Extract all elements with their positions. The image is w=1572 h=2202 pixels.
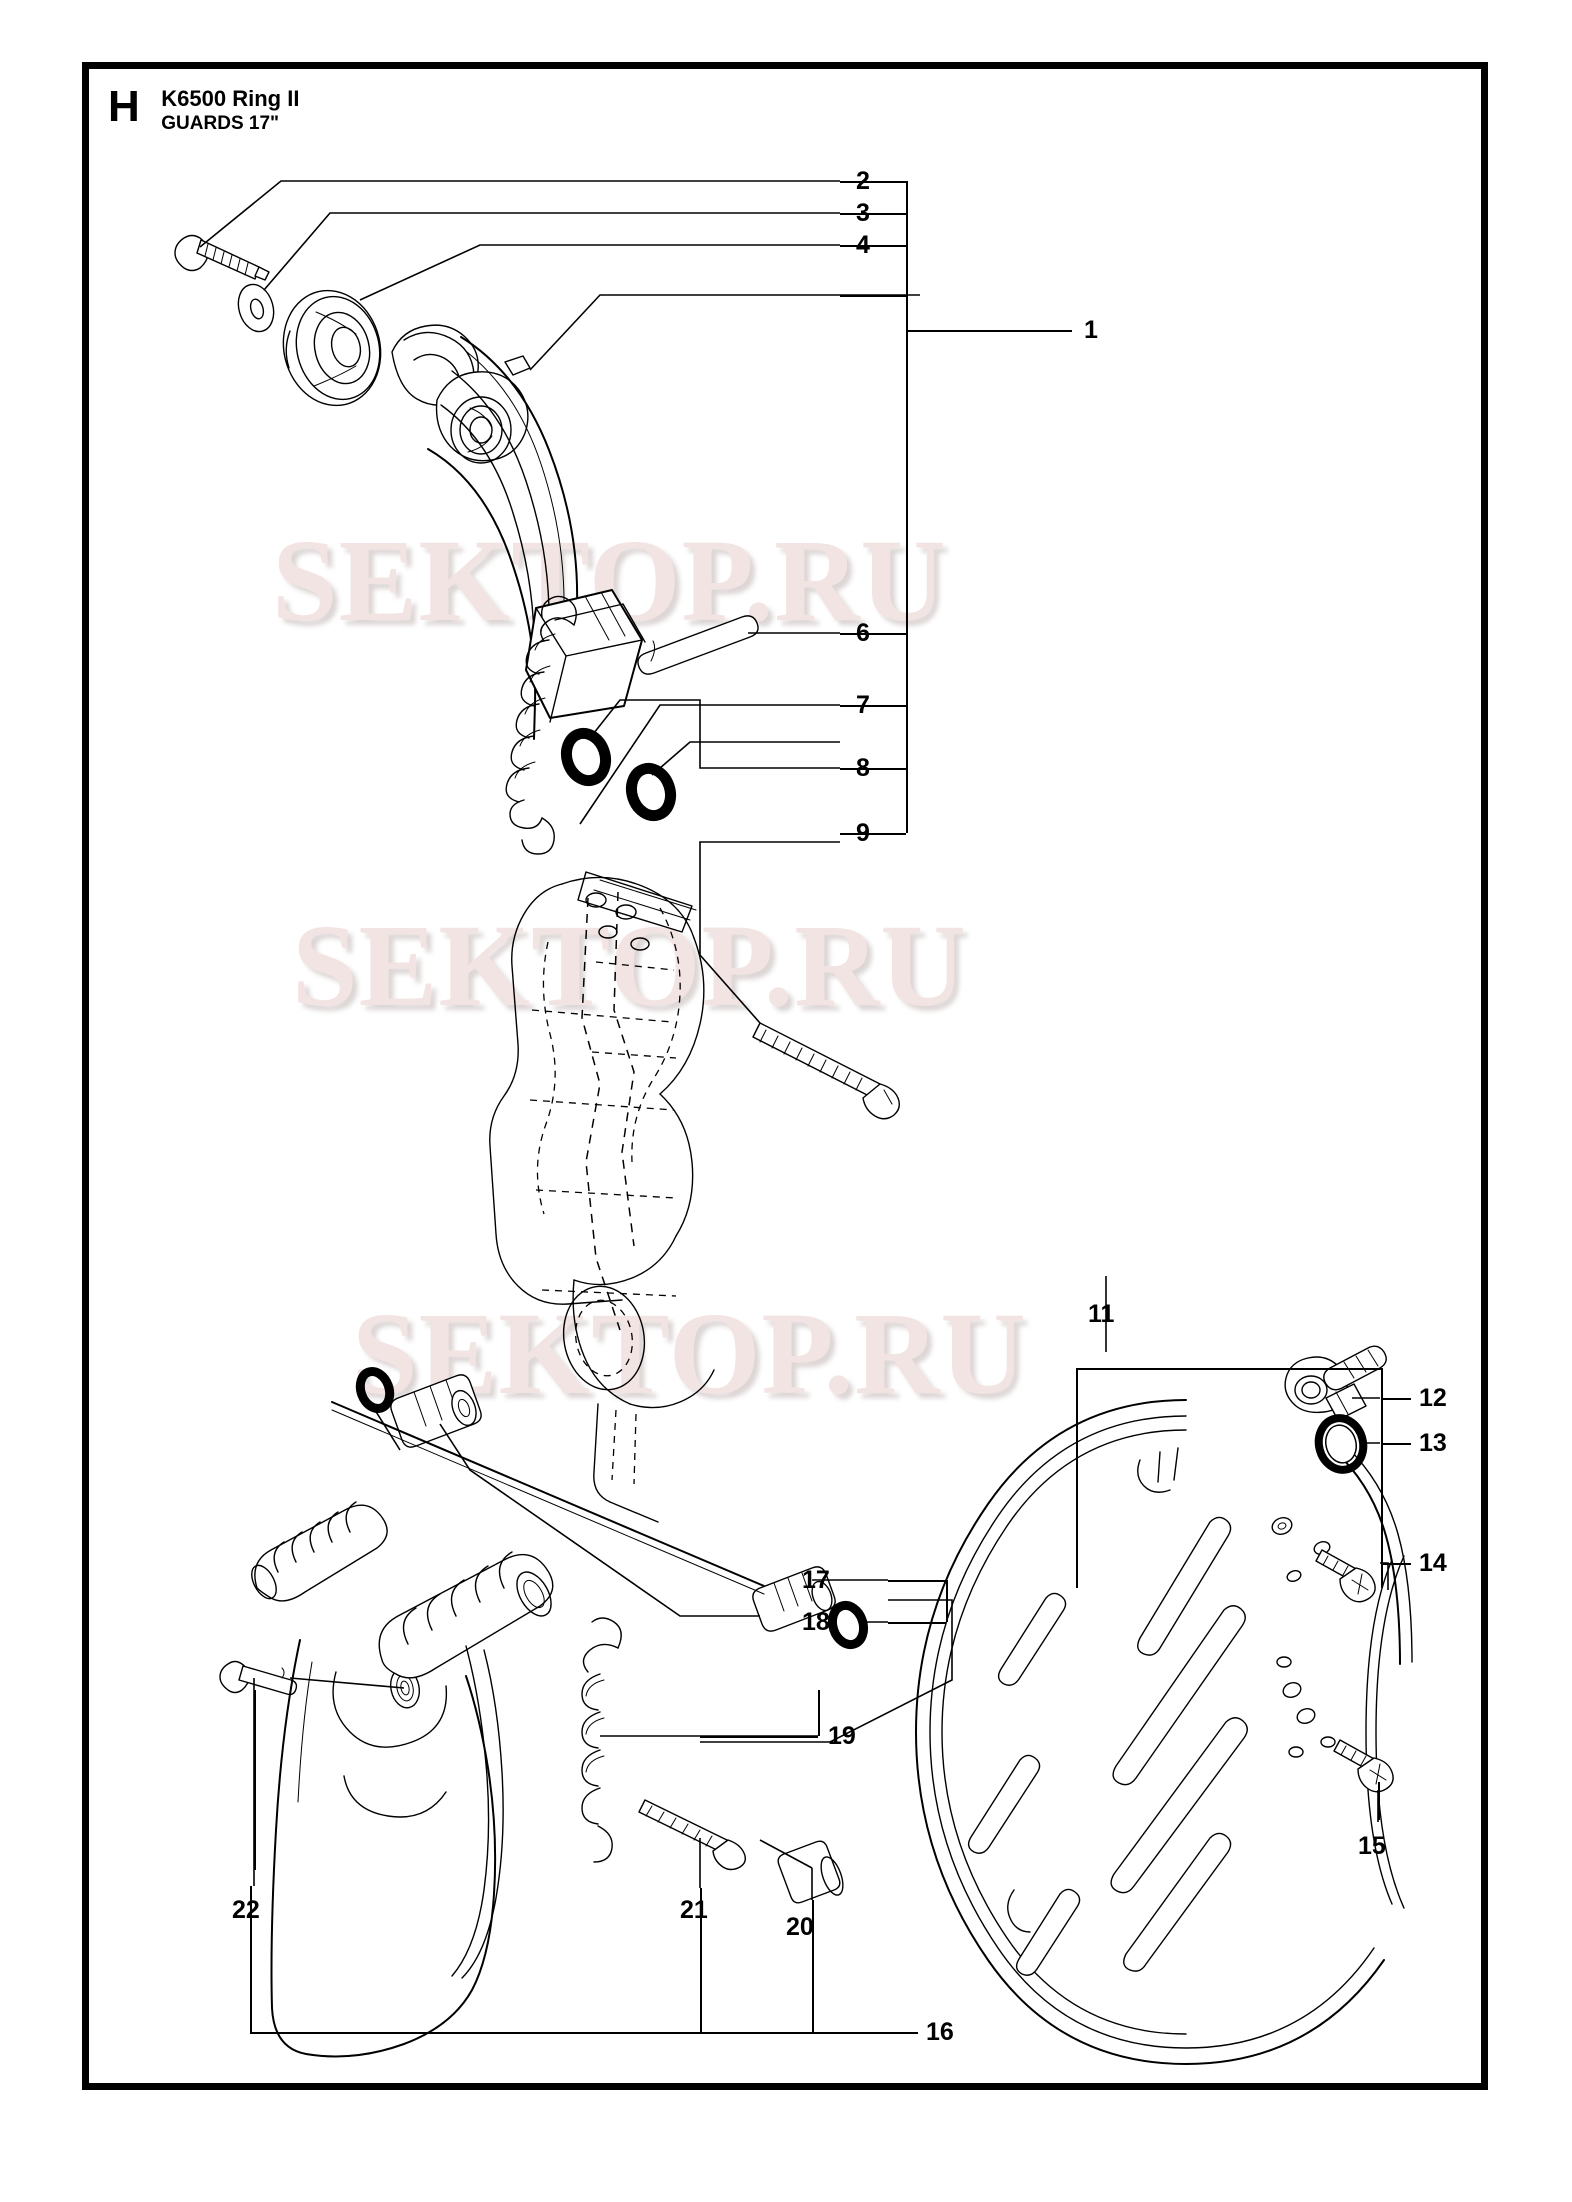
bracket-tick-9	[840, 833, 906, 835]
callout-3: 3	[856, 199, 870, 227]
part-adjuster-knob-12	[1284, 1345, 1387, 1421]
part-screw-14	[1271, 1517, 1376, 1603]
section-letter: H	[108, 82, 140, 131]
bracket-group-16-bottom	[250, 2032, 912, 2034]
part-screw-2	[174, 234, 270, 281]
bracket-tick-3	[840, 213, 906, 215]
bracket-tick-5	[840, 295, 906, 297]
bracket-tick-6	[840, 633, 906, 635]
part-o-ring-18	[827, 1600, 869, 1650]
part-long-screw-9	[752, 1022, 901, 1120]
part-blade-guard-disc-11	[915, 1399, 1413, 2065]
part-o-ring-18-upper	[355, 1367, 395, 1413]
bracket-tick-12	[1381, 1398, 1411, 1400]
part-screw-21	[638, 1799, 747, 1871]
part-pin-22	[219, 1660, 298, 1696]
callout-2: 2	[856, 167, 870, 195]
title-block: H K6500 Ring II GUARDS 17"	[108, 84, 299, 136]
leader-rule-19	[700, 1736, 818, 1738]
callout-7: 7	[856, 691, 870, 719]
part-pulley-wheel-4	[282, 289, 382, 407]
leader-rule-19-v	[818, 1690, 820, 1736]
leader-rule-16	[856, 2032, 918, 2034]
part-guard-handle-body	[391, 324, 646, 740]
part-pin-6	[637, 615, 759, 675]
callout-14: 14	[1419, 1549, 1447, 1577]
bracket-tick-18	[888, 1622, 946, 1624]
bracket-group-1	[906, 181, 908, 833]
leader-22	[254, 1690, 256, 1870]
model-name: K6500 Ring II	[161, 86, 300, 111]
bracket-group-16-r2	[812, 1900, 814, 2032]
leader-rule-1	[906, 330, 1072, 332]
callout-12: 12	[1419, 1384, 1447, 1412]
bracket-tick-13	[1381, 1443, 1411, 1445]
part-spring-19	[581, 1617, 622, 1863]
callout-20: 20	[786, 1913, 814, 1941]
bracket-tick-7	[840, 705, 906, 707]
part-o-ring-8	[560, 727, 677, 822]
callout-4: 4	[856, 231, 870, 259]
callout-15: 15	[1358, 1832, 1386, 1860]
callout-8: 8	[856, 754, 870, 782]
callout-22: 22	[232, 1896, 260, 1924]
callout-13: 13	[1419, 1429, 1447, 1457]
callout-6: 6	[856, 619, 870, 647]
bracket-group-16	[250, 1886, 252, 2034]
bracket-group-11-right	[1381, 1368, 1383, 1588]
callout-9: 9	[856, 819, 870, 847]
diagram-border	[82, 62, 1488, 2090]
callout-21: 21	[680, 1896, 708, 1924]
bracket-tick-14	[1381, 1563, 1411, 1565]
bracket-tick-2	[840, 181, 906, 183]
callout-11: 11	[1088, 1300, 1115, 1328]
part-bushing-17	[752, 1566, 836, 1632]
part-o-ring-seal-13	[1314, 1414, 1368, 1474]
callout-1: 1	[1084, 316, 1098, 344]
part-screw-15	[1282, 1682, 1394, 1793]
bracket-tick-8	[840, 768, 906, 770]
part-tension-spring-7	[505, 595, 577, 855]
callout-16: 16	[926, 2018, 954, 2046]
callout-18: 18	[802, 1608, 830, 1636]
callout-19: 19	[828, 1722, 856, 1750]
part-bushing-17-upper	[390, 1374, 482, 1448]
part-mud-flap-16	[251, 1501, 554, 2058]
reference-outline-cutter-head	[489, 871, 715, 1523]
bracket-tick-17	[888, 1580, 946, 1582]
callout-17: 17	[802, 1566, 830, 1594]
bracket-tick-4	[840, 245, 906, 247]
bracket-group-11-left	[1076, 1368, 1078, 1588]
leader-lines	[199, 180, 1389, 1900]
shaft-rod	[331, 1401, 765, 1595]
bracket-group-17-18	[946, 1580, 948, 1622]
section-name: GUARDS 17"	[161, 113, 280, 134]
bracket-group-16-r1	[700, 1888, 702, 2032]
title-text-group: K6500 Ring II GUARDS 17"	[161, 84, 299, 136]
bracket-group-11-top	[1076, 1368, 1381, 1370]
leader-15	[1378, 1782, 1380, 1820]
part-washer-3	[237, 283, 275, 333]
part-spacer-sleeve-20	[777, 1840, 844, 1904]
